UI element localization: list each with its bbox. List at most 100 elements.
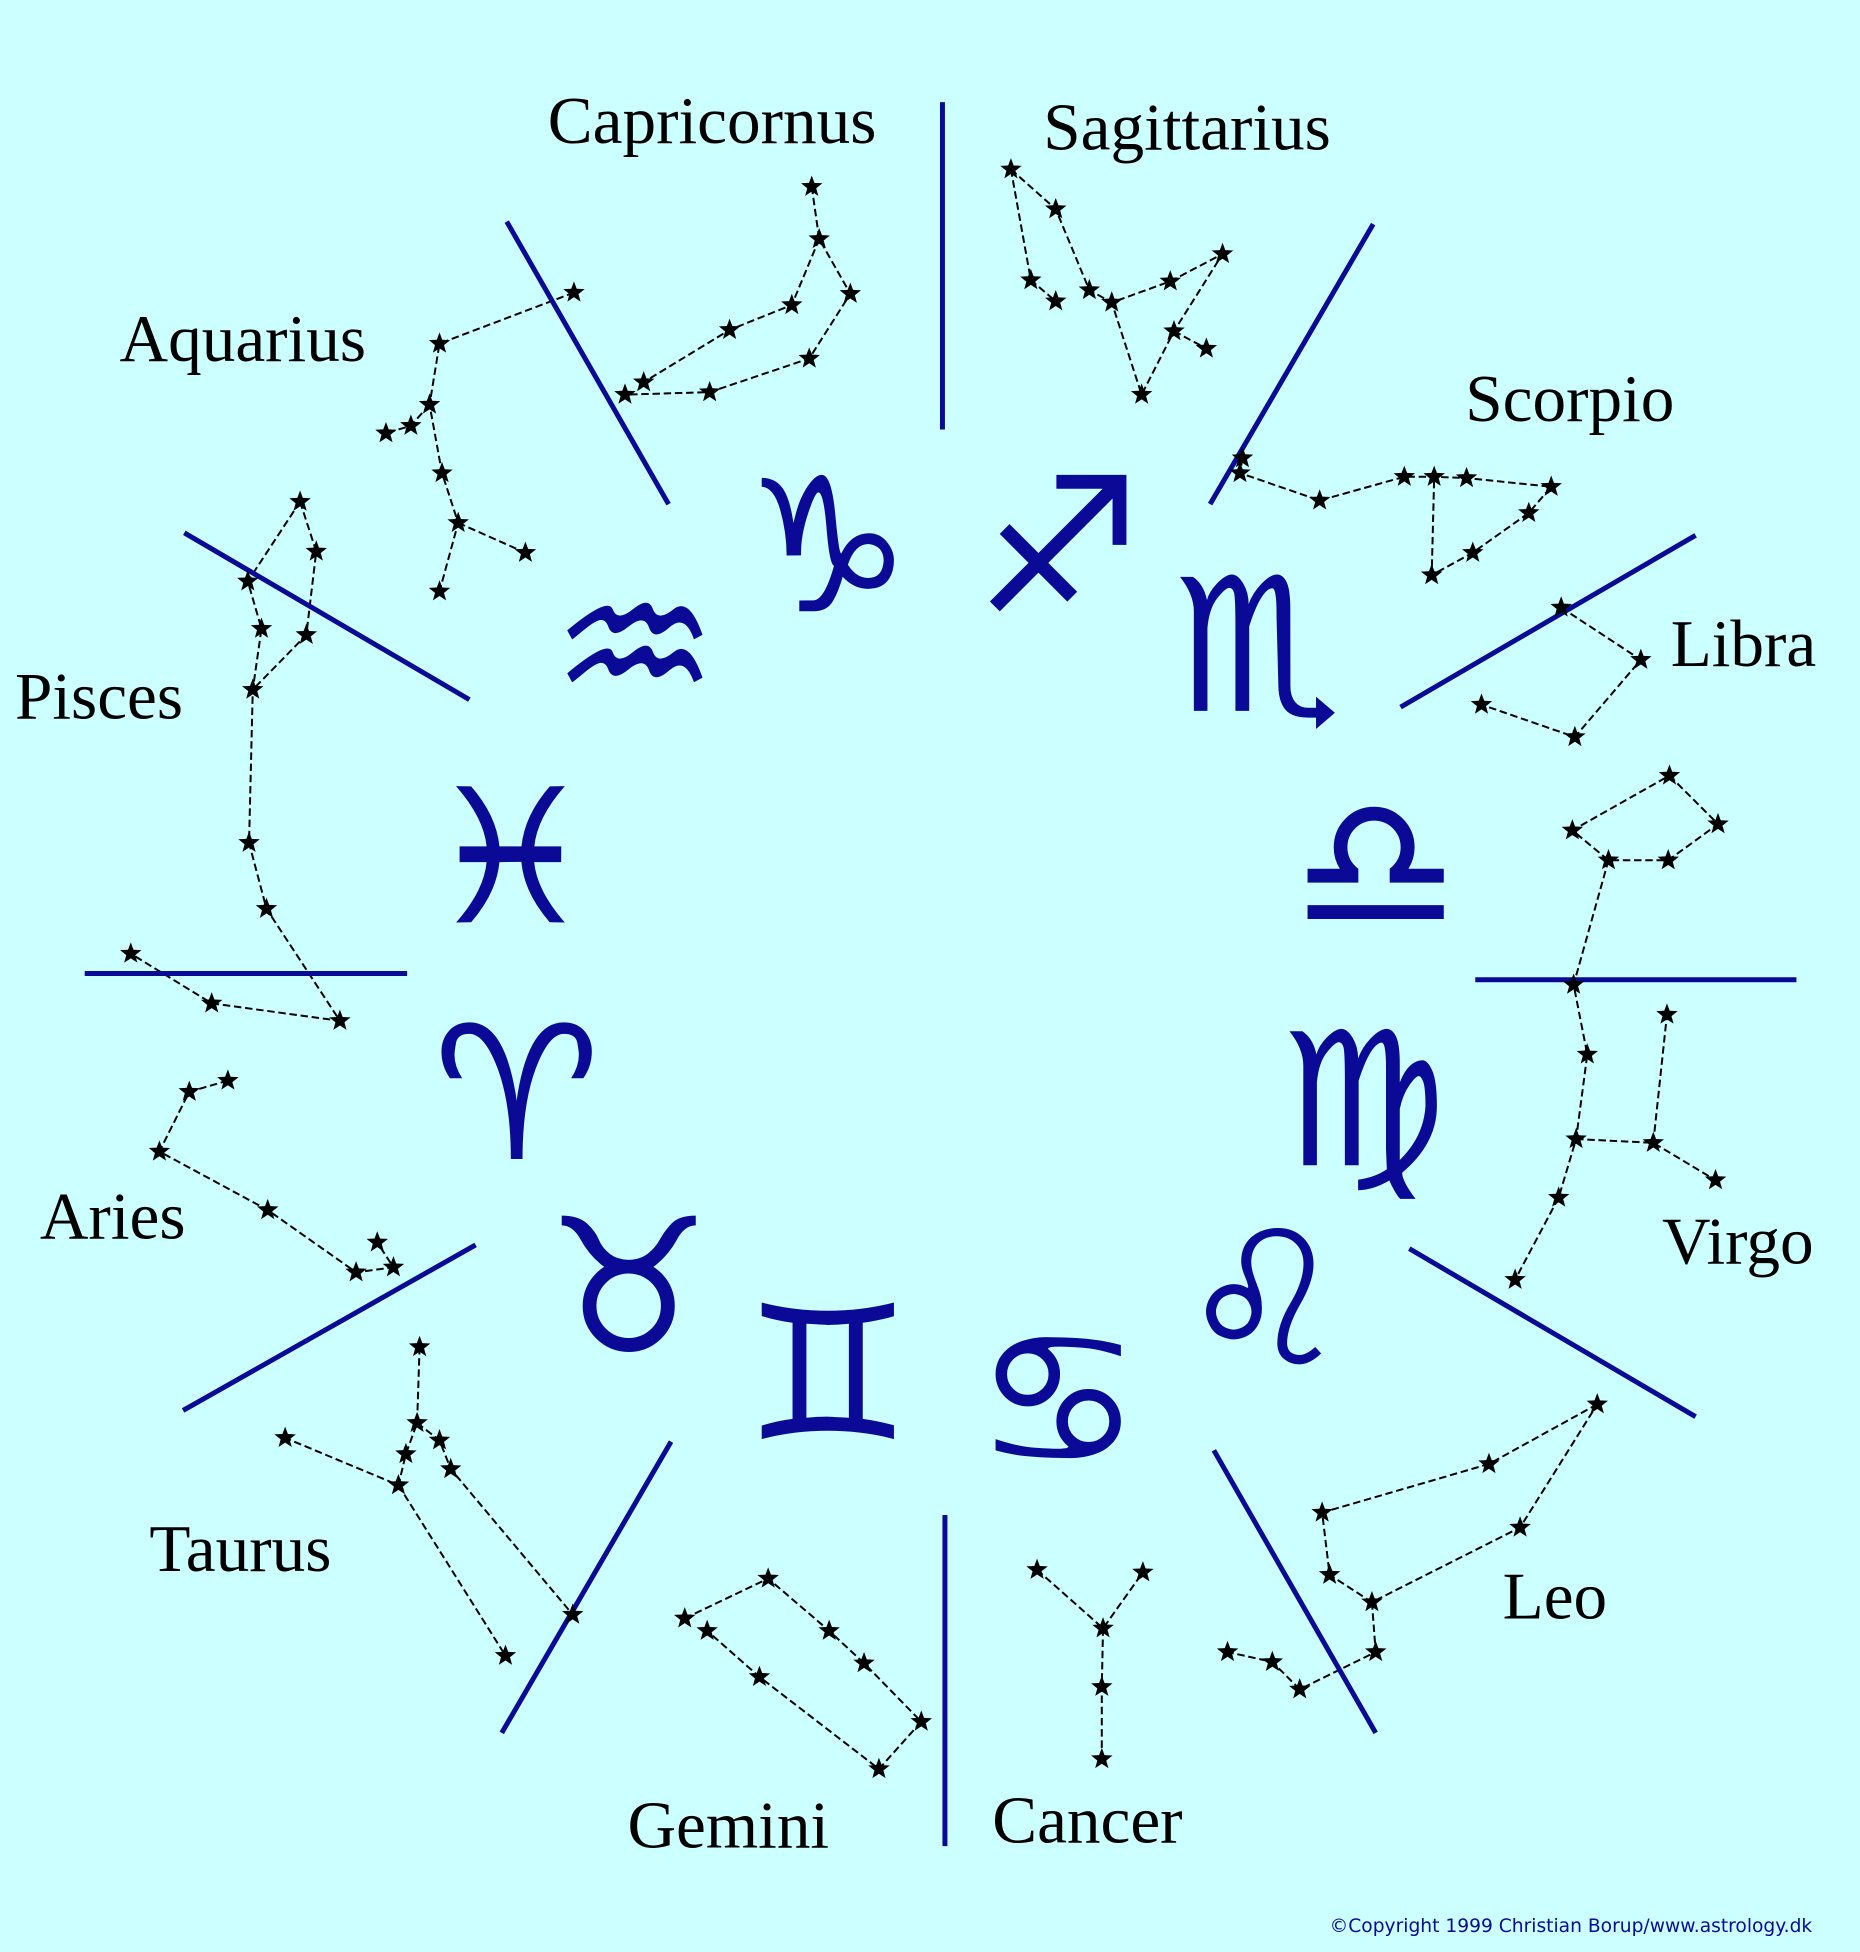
label-aries: Aries bbox=[40, 1179, 186, 1254]
virgo-star-icon bbox=[1597, 849, 1620, 870]
taurus-star-icon bbox=[440, 1457, 462, 1479]
virgo-star-icon bbox=[1504, 1268, 1526, 1289]
label-capricornus: Capricornus bbox=[548, 83, 877, 158]
pisces-star-icon bbox=[295, 623, 318, 644]
scorpio-star-icon bbox=[1462, 541, 1484, 562]
pisces-star-icon bbox=[250, 617, 273, 638]
aries-star-icon bbox=[366, 1231, 388, 1252]
sagittarius-sign-icon: ♐ bbox=[975, 439, 1142, 656]
stars bbox=[120, 158, 1729, 1779]
sagittarius-star-icon bbox=[1130, 383, 1153, 404]
sagittarius-star-icon bbox=[1045, 290, 1067, 311]
taurus-constellation-line bbox=[284, 1346, 421, 1487]
virgo-star-icon bbox=[1562, 973, 1585, 994]
copyright-text: ©Copyright 1999 Christian Borup/www.astr… bbox=[1330, 1916, 1813, 1937]
label-scorpio: Scorpio bbox=[1465, 361, 1674, 436]
libra-star-icon bbox=[1564, 725, 1586, 747]
aquarius-star-icon bbox=[514, 541, 537, 562]
divider-line bbox=[499, 1440, 674, 1735]
virgo-star-icon bbox=[1704, 1168, 1727, 1190]
sagittarius-star-icon bbox=[1020, 268, 1042, 290]
sagittarius-star-icon bbox=[1000, 158, 1022, 179]
sagittarius-star-icon bbox=[1163, 319, 1185, 341]
taurus-star-icon bbox=[408, 1335, 431, 1357]
cancer-constellation-line bbox=[1036, 1569, 1144, 1630]
pisces-star-icon bbox=[238, 831, 260, 852]
pisces-star-icon bbox=[120, 942, 142, 963]
gemini-star-icon bbox=[853, 1651, 875, 1673]
virgo-constellation-line bbox=[1514, 859, 1610, 1281]
leo-star-icon bbox=[1509, 1516, 1531, 1537]
sagittarius-star-icon bbox=[1045, 197, 1067, 219]
taurus-star-icon bbox=[562, 1603, 584, 1624]
virgo-sign-icon: ♍ bbox=[1280, 993, 1447, 1210]
leo-star-icon bbox=[1311, 1501, 1333, 1522]
cancer-star-icon bbox=[1092, 1617, 1114, 1638]
leo-star-icon bbox=[1361, 1590, 1383, 1612]
virgo-star-icon bbox=[1707, 812, 1729, 834]
divider-line bbox=[504, 220, 671, 506]
taurus-star-icon bbox=[494, 1644, 517, 1665]
aries-star-icon bbox=[217, 1069, 239, 1090]
cancer-star-icon bbox=[1132, 1561, 1154, 1582]
virgo-star-icon bbox=[1561, 819, 1584, 840]
taurus-star-icon bbox=[428, 1429, 451, 1450]
pisces-star-icon bbox=[237, 570, 259, 591]
scorpio-star-icon bbox=[1229, 461, 1251, 483]
sagittarius-star-icon bbox=[1159, 270, 1181, 291]
scorpio-star-icon bbox=[1308, 489, 1331, 510]
scorpio-star-icon bbox=[1423, 465, 1445, 486]
label-taurus: Taurus bbox=[149, 1511, 331, 1586]
scorpio-star-icon bbox=[1540, 475, 1562, 496]
aries-star-icon bbox=[178, 1080, 200, 1101]
label-aquarius: Aquarius bbox=[120, 301, 366, 376]
aquarius-star-icon bbox=[428, 332, 451, 353]
capricornus-star-icon bbox=[718, 318, 741, 339]
capricornus-star-icon bbox=[808, 227, 830, 249]
taurus-star-icon bbox=[406, 1411, 428, 1433]
virgo-star-icon bbox=[1658, 764, 1681, 785]
aquarius-constellation-line bbox=[428, 291, 575, 592]
leo-star-icon bbox=[1318, 1563, 1341, 1584]
gemini-constellation-line bbox=[684, 1577, 923, 1771]
libra-star-icon bbox=[1550, 596, 1572, 617]
pisces-sign-icon: ♓ bbox=[427, 750, 594, 967]
libra-star-icon bbox=[1470, 693, 1493, 714]
scorpio-star-icon bbox=[1455, 466, 1478, 488]
scorpio-star-icon bbox=[1231, 446, 1254, 468]
gemini-star-icon bbox=[910, 1710, 932, 1731]
aries-star-icon bbox=[257, 1198, 279, 1220]
leo-star-icon bbox=[1364, 1640, 1387, 1662]
pisces-star-icon bbox=[289, 490, 311, 511]
sagittarius-star-icon bbox=[1101, 291, 1123, 312]
constellation-labels: Capricornus Sagittarius Scorpio Libra Vi… bbox=[15, 83, 1816, 1862]
scorpio-sign-icon: ♏ bbox=[1174, 539, 1341, 756]
capricornus-star-icon bbox=[632, 370, 655, 392]
gemini-star-icon bbox=[757, 1567, 779, 1588]
label-pisces: Pisces bbox=[15, 658, 183, 733]
taurus-constellation-line bbox=[416, 1422, 574, 1616]
sagittarius-star-icon bbox=[1211, 242, 1234, 264]
label-leo: Leo bbox=[1503, 1558, 1608, 1633]
sagittarius-star-icon bbox=[1078, 278, 1101, 300]
taurus-star-icon bbox=[395, 1442, 417, 1464]
aquarius-sign-icon: ♒ bbox=[551, 539, 718, 756]
capricornus-star-icon bbox=[781, 293, 803, 315]
gemini-star-icon bbox=[868, 1757, 890, 1779]
capricornus-constellation-line bbox=[643, 238, 821, 384]
label-cancer: Cancer bbox=[992, 1782, 1182, 1857]
leo-sign-icon: ♌ bbox=[1180, 1192, 1347, 1409]
scorpio-star-icon bbox=[1393, 465, 1416, 486]
aquarius-star-icon bbox=[375, 422, 397, 443]
scorpio-star-icon bbox=[1420, 563, 1443, 585]
divider-line bbox=[1399, 533, 1697, 710]
aries-star-icon bbox=[345, 1261, 367, 1282]
aquarius-star-icon bbox=[563, 281, 585, 302]
aquarius-star-icon bbox=[428, 580, 451, 601]
capricornus-star-icon bbox=[698, 380, 721, 402]
aquarius-constellation-line bbox=[457, 521, 526, 554]
capricornus-star-icon bbox=[798, 347, 820, 368]
taurus-star-icon bbox=[387, 1473, 410, 1495]
gemini-star-icon bbox=[674, 1607, 696, 1628]
divider-line bbox=[1408, 1246, 1697, 1419]
